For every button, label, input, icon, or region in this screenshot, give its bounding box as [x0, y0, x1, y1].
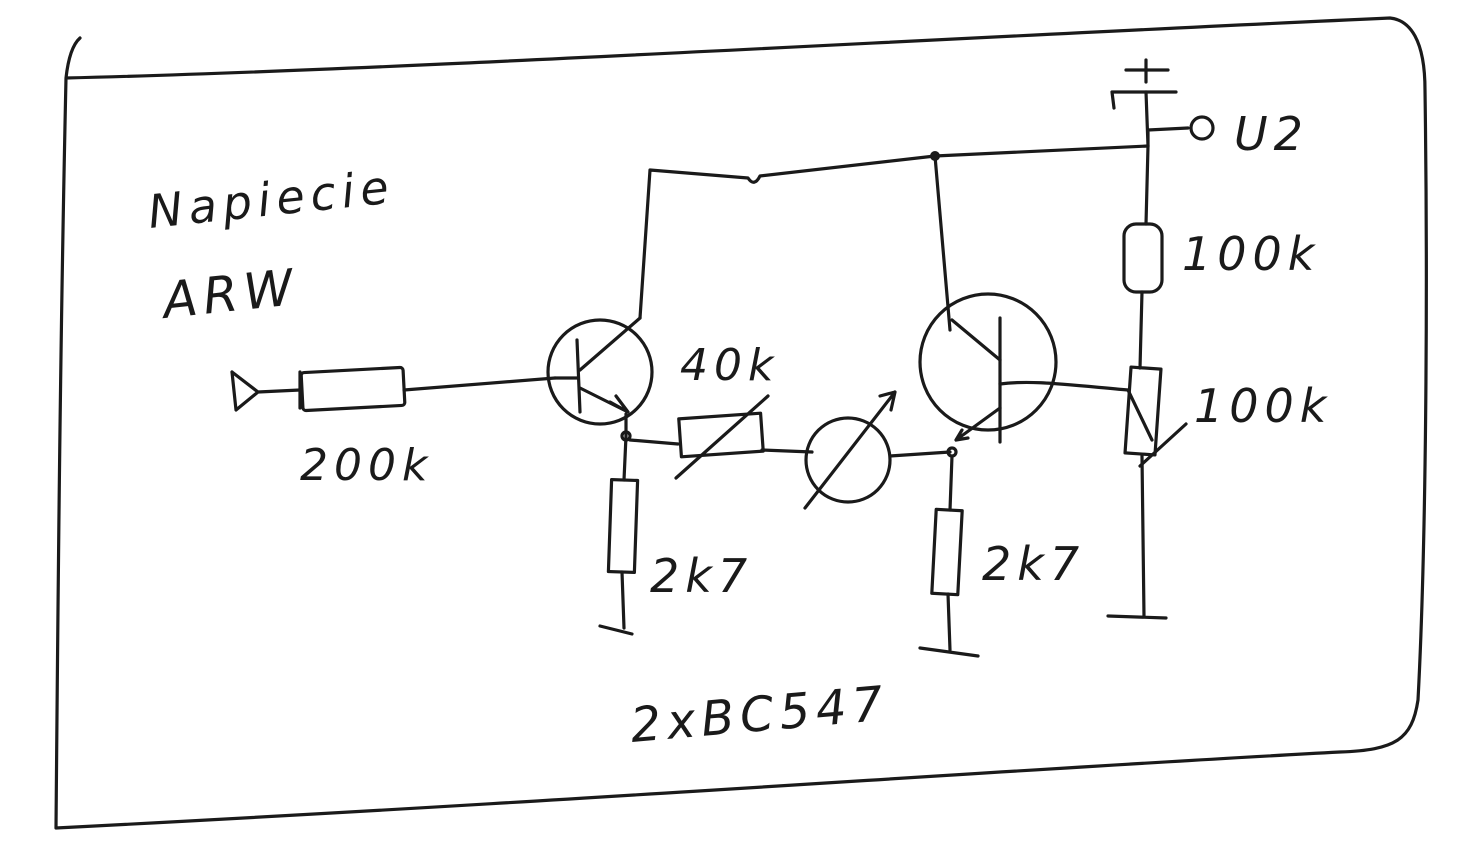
potentiometer-40k — [677, 411, 765, 459]
emitter-resistor-1-label: 2k7 — [650, 549, 753, 603]
transistor-q1 — [546, 318, 654, 426]
meter-element — [804, 416, 892, 504]
emitter-resistor-1 — [606, 477, 640, 575]
supply-label: U2 — [1234, 107, 1309, 161]
wire-q2-base-out — [998, 380, 1130, 392]
wire-to-meter — [760, 448, 814, 454]
q1-emitter — [578, 386, 630, 414]
wire-q2-emitter-down — [948, 454, 954, 512]
output-trim-wiper — [1126, 388, 1188, 468]
input-resistor-label: 200k — [300, 440, 433, 491]
ground-3 — [1106, 454, 1168, 620]
ground-2 — [918, 592, 980, 658]
wire-to-collector-resistor — [1144, 144, 1150, 226]
collector-resistor-label: 100k — [1182, 227, 1320, 281]
input-resistor — [299, 365, 407, 413]
q2-emitter — [954, 406, 1002, 442]
wire-to-q2-emitter — [888, 450, 952, 458]
sheet-border — [54, 16, 1428, 830]
collector-resistor — [1122, 222, 1164, 294]
wire-to-pot — [628, 438, 680, 446]
top-rail-wire — [638, 144, 1150, 320]
wire-q1-emitter-down — [622, 434, 628, 482]
output-trim-resistor — [1123, 365, 1163, 457]
title-line-1: Napiecie — [146, 159, 398, 239]
wire-to-q1-base — [402, 376, 557, 392]
emitter-resistor-2-label: 2k7 — [982, 537, 1085, 591]
supply-terminal-icon — [1189, 115, 1215, 141]
supply-symbol — [1110, 58, 1178, 110]
supply-wire — [1144, 90, 1190, 148]
potentiometer-wiper — [674, 394, 770, 480]
wire-to-trim-resistor — [1138, 290, 1144, 370]
title-line-2: ARW — [157, 258, 302, 330]
input-terminal — [230, 370, 302, 412]
transistor-type-label: 2xBC547 — [628, 676, 891, 754]
transistor-q2 — [918, 292, 1058, 432]
meter-arrow — [803, 390, 897, 510]
potentiometer-label: 40k — [680, 340, 779, 391]
wire-to-q2-collector — [933, 154, 952, 332]
emitter-resistor-2 — [930, 507, 964, 597]
output-trim-resistor-label: 100k — [1194, 379, 1332, 433]
ground-1 — [598, 570, 634, 636]
q2-collector — [950, 318, 1002, 362]
q1-base-bar — [575, 338, 582, 414]
q1-collector — [578, 316, 642, 372]
